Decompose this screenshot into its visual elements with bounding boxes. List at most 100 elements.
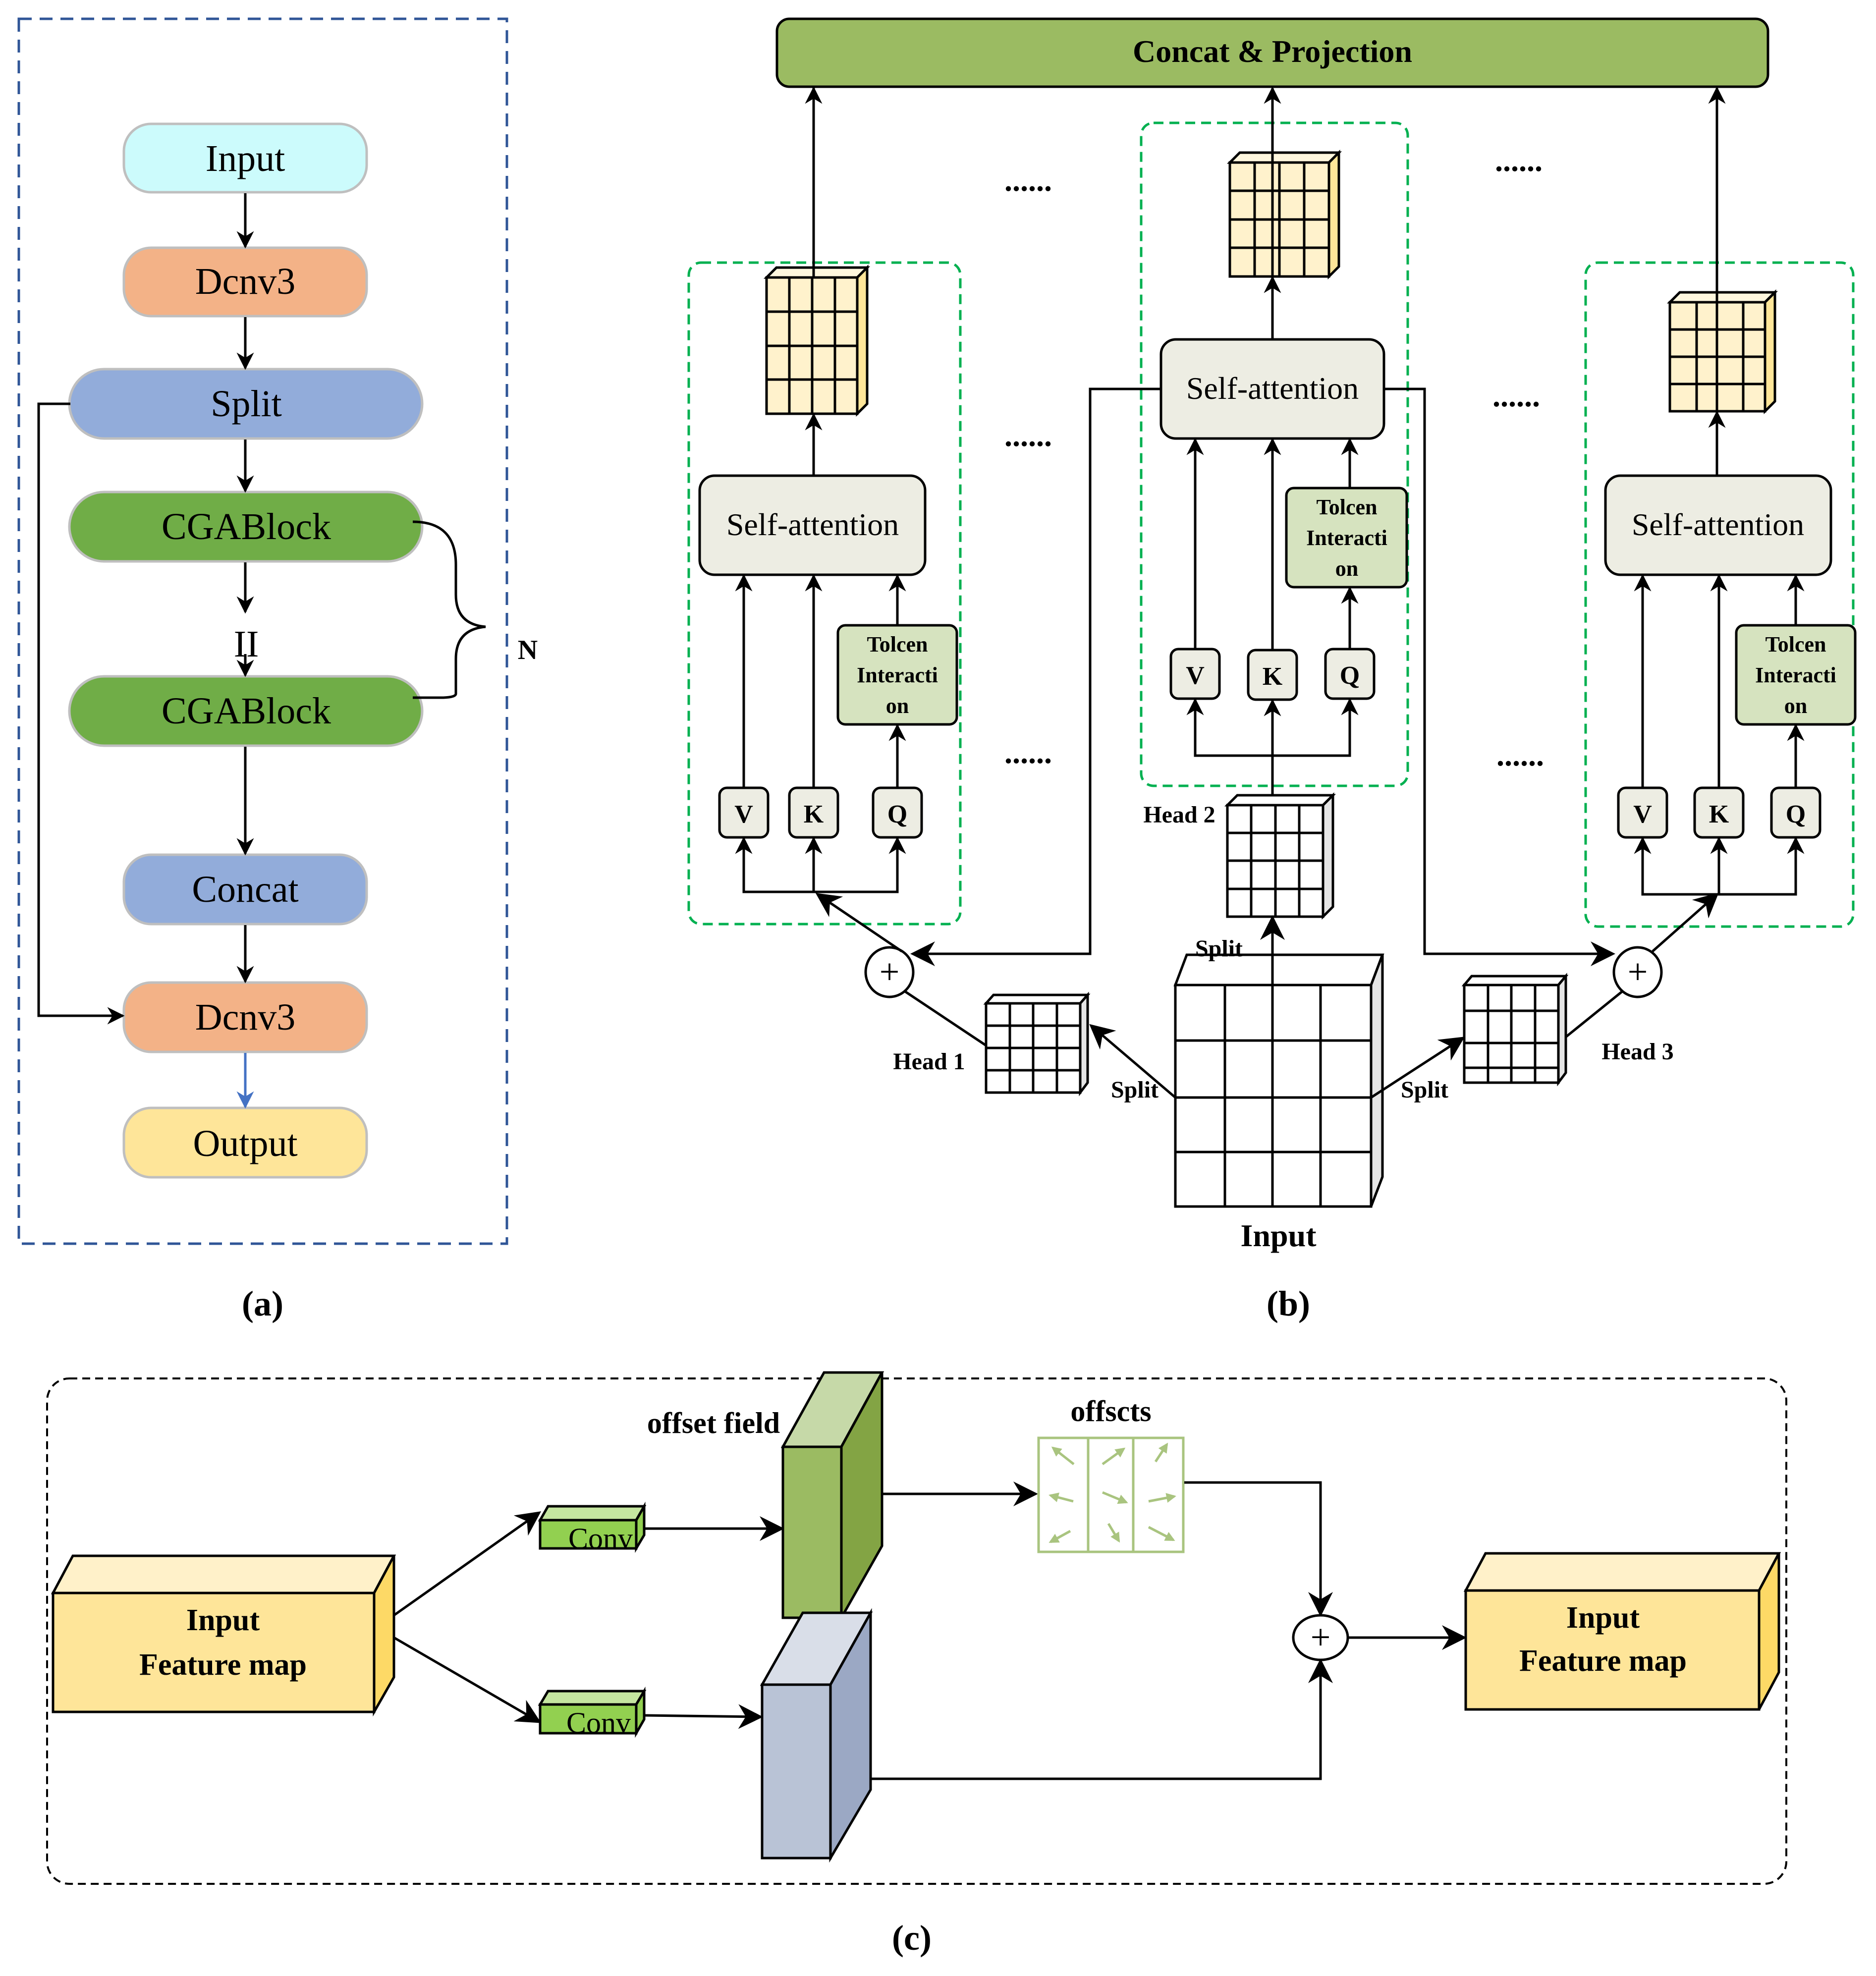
head2-token-line1: Tolcen xyxy=(1316,495,1377,519)
panel-a-caption: (a) xyxy=(242,1284,283,1323)
ellipsis-2: ...... xyxy=(1004,418,1052,453)
head1-plus-icon: + xyxy=(864,946,915,998)
node-concat-shape: Concat xyxy=(122,853,368,926)
node-cgablock-2-label: CGABlock xyxy=(162,690,331,732)
input-tensor-icon xyxy=(1173,953,1384,1208)
panel-c-caption: (c) xyxy=(892,1918,932,1958)
head1-v-label: V xyxy=(734,800,753,828)
head3-feature-grid-icon xyxy=(1461,973,1569,1087)
offsets-label: offscts xyxy=(1070,1395,1151,1427)
node-dcnv3-1: Dcnv3 xyxy=(122,246,368,318)
head2-q-label: Q xyxy=(1340,661,1360,690)
svg-text:+: + xyxy=(1628,952,1648,991)
panel-b: Concat & Projection Self-attention Tolce… xyxy=(687,17,1857,1323)
input-feature-map-box: Input Feature map xyxy=(51,1554,396,1717)
head3-branch: Self-attention Tolcen Interacti on V K Q xyxy=(1604,86,1857,896)
ellipsis-1: ...... xyxy=(1004,163,1052,198)
head2-self-attention-label: Self-attention xyxy=(1186,371,1359,406)
head1-q-label: Q xyxy=(887,800,907,828)
svg-text:+: + xyxy=(880,952,900,991)
node-cgablock-1: CGABlock xyxy=(68,491,424,563)
ellipsis-6: ...... xyxy=(1496,737,1544,772)
conv-bottom-block: Conv xyxy=(538,1686,647,1739)
offset-field-label: offset field xyxy=(647,1407,780,1439)
head3-token-line3: on xyxy=(1784,694,1807,718)
input-label: Input xyxy=(1241,1218,1317,1253)
node-dcnv3-2-label: Dcnv3 xyxy=(195,996,296,1038)
input-feature-map-line2: Feature map xyxy=(139,1648,307,1682)
node-dcnv3-2: Dcnv3 xyxy=(122,981,368,1053)
ellipsis-3: ...... xyxy=(1004,735,1052,770)
head1-k-label: K xyxy=(804,800,824,828)
head3-q-label: Q xyxy=(1786,800,1806,828)
split-label-left: Split xyxy=(1111,1077,1159,1103)
conv-top-block: Conv xyxy=(538,1501,647,1555)
node-output: Output xyxy=(122,1106,368,1179)
head2-k-label: K xyxy=(1263,662,1283,691)
head1-label: Head 1 xyxy=(893,1048,965,1075)
node-split-label: Split xyxy=(211,383,282,425)
offsets-grid-icon xyxy=(1037,1436,1185,1553)
offset-field-slab xyxy=(780,1371,884,1623)
fusion-plus-icon: + xyxy=(1292,1614,1349,1661)
offset-arrow-icon xyxy=(1154,1442,1168,1463)
head2-frame xyxy=(1140,121,1409,787)
head2-v-label: V xyxy=(1186,661,1205,690)
head1-self-attention-label: Self-attention xyxy=(726,507,899,542)
panel-c-frame xyxy=(46,1377,1787,1885)
node-split: Split xyxy=(68,368,424,440)
panel-b-caption: (b) xyxy=(1267,1284,1310,1323)
head3-output-feature-icon xyxy=(1666,289,1778,415)
value-feature-slab xyxy=(760,1608,873,1863)
repeat-brace-icon xyxy=(412,520,486,699)
offset-arrow-icon xyxy=(1148,1493,1176,1503)
offset-arrow-icon xyxy=(1051,1446,1075,1465)
concat-projection-label: Concat & Projection xyxy=(1133,34,1412,69)
output-feature-map-line2: Feature map xyxy=(1519,1644,1687,1678)
head2-token-line2: Interacti xyxy=(1306,526,1387,550)
head2-token-line3: on xyxy=(1335,556,1358,581)
head3-token-line2: Interacti xyxy=(1755,663,1836,687)
node-output-label: Output xyxy=(193,1123,297,1164)
head3-label: Head 3 xyxy=(1601,1039,1673,1065)
head1-token-line2: Interacti xyxy=(857,663,938,687)
head3-token-line1: Tolcen xyxy=(1765,632,1826,657)
ellipsis-4: ...... xyxy=(1495,143,1543,178)
head2-branch: Self-attention Tolcen Interacti on V K Q xyxy=(1143,86,1408,976)
head3-v-label: V xyxy=(1633,800,1652,828)
conv-bottom-label: Conv xyxy=(566,1706,631,1739)
head2-output-feature-icon xyxy=(1226,149,1342,280)
panel-a-frame xyxy=(17,17,508,1245)
offset-arrow-icon xyxy=(1102,1491,1128,1504)
node-input-label: Input xyxy=(206,138,285,179)
input-feature-map-line1: Input xyxy=(186,1603,260,1637)
offset-arrow-icon xyxy=(1048,1530,1071,1543)
offset-arrow-icon xyxy=(1102,1447,1126,1466)
split-label-center: Split xyxy=(1195,935,1243,962)
head3-plus-icon: + xyxy=(1612,946,1663,998)
offset-arrow-icon xyxy=(1048,1492,1074,1503)
conv-top-label: Conv xyxy=(568,1522,633,1555)
head2-label: Head 2 xyxy=(1143,802,1215,828)
repeat-count-label: N xyxy=(518,635,538,665)
head1-branch: Self-attention Tolcen Interacti on V K Q xyxy=(698,86,958,893)
cross-connections xyxy=(910,387,1615,966)
head1-token-line1: Tolcen xyxy=(867,632,928,657)
head1-output-feature-icon xyxy=(763,264,871,417)
offset-arrow-icon xyxy=(1148,1526,1175,1541)
node-dcnv3-1-label: Dcnv3 xyxy=(195,261,296,302)
output-feature-map-line1: Input xyxy=(1566,1601,1640,1635)
output-feature-map-box: Input Feature map xyxy=(1463,1552,1781,1711)
node-concat-label: Concat xyxy=(192,869,298,910)
ellipsis-5: ...... xyxy=(1492,378,1540,413)
head1-frame xyxy=(687,261,962,926)
svg-text:+: + xyxy=(1311,1617,1331,1657)
node-cgablock-2: CGABlock xyxy=(68,675,424,747)
offset-arrow-icon xyxy=(1107,1523,1120,1543)
head1-token-line3: on xyxy=(886,694,909,718)
head1-feature-grid-icon xyxy=(983,991,1091,1097)
split-label-right: Split xyxy=(1401,1077,1448,1103)
head3-self-attention-label: Self-attention xyxy=(1632,507,1804,542)
panel-a: Input Dcnv3 Split CGABlock II CGABlock xyxy=(17,17,538,1323)
panel-c: Input Feature map Conv Conv xyxy=(46,1371,1787,1958)
